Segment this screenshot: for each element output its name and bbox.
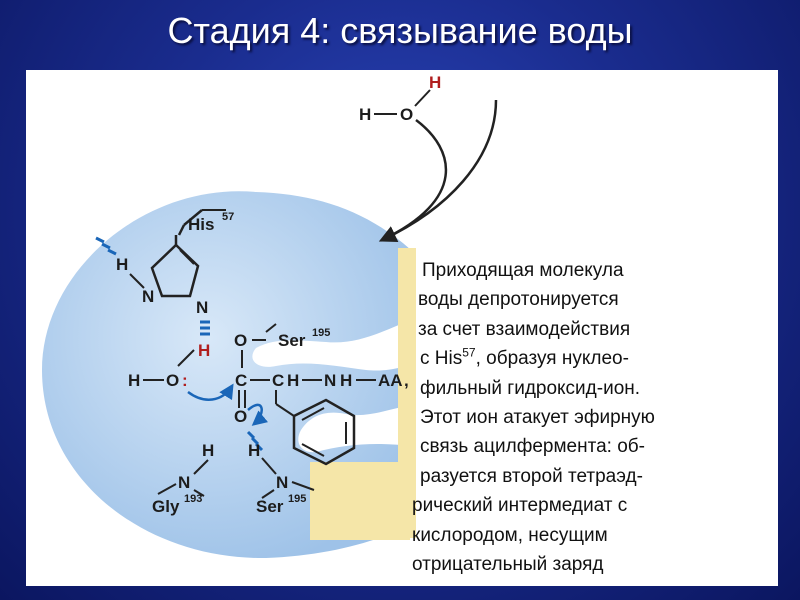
gly-label: Gly xyxy=(152,497,180,516)
his-label: His xyxy=(188,215,214,234)
ser-bottom-n: N xyxy=(276,473,288,492)
his57-residue: His 57 N N H xyxy=(95,209,234,336)
his-h: H xyxy=(116,255,128,274)
water-o: O xyxy=(400,105,413,124)
caption-his: с His xyxy=(420,348,463,370)
hydroxide-h-red: H xyxy=(198,341,210,360)
chain-h: H xyxy=(287,371,299,390)
caption-line-3: за счет взаимодействия xyxy=(418,318,631,340)
slide-title: Стадия 4: связывание воды xyxy=(167,10,633,51)
caption-line-8: разуется второй тетраэд- xyxy=(420,465,643,487)
caption-line-9: рический интермедиат с xyxy=(412,495,628,517)
water-h-left: H xyxy=(359,105,371,124)
ser-bottom-label: Ser xyxy=(256,497,284,516)
chain-c1: C xyxy=(235,371,247,390)
his-num: 57 xyxy=(222,211,234,223)
highlight-block xyxy=(310,462,410,540)
oxyanion-hbonds xyxy=(246,430,264,452)
chain-h2: H xyxy=(340,371,352,390)
caption-line-10: кислородом, несущим xyxy=(412,524,608,546)
gly-num: 193 xyxy=(184,493,202,505)
acyl-chain: O Ser 195 C C H N H AA , O xyxy=(234,323,409,466)
chain-comma: , xyxy=(404,371,409,390)
caption-line-7: связь ацилфермента: об- xyxy=(420,436,645,458)
carbonyl-arrow xyxy=(247,403,269,426)
his-n1: N xyxy=(142,287,154,306)
ser-bottom-h: H xyxy=(248,441,260,460)
content-panel: H O H His 57 N N H xyxy=(26,70,778,586)
ser195-bottom-residue: H N Ser 195 xyxy=(248,441,315,516)
gly193-residue: H N Gly 193 xyxy=(152,441,214,516)
water-h-top: H xyxy=(429,73,441,92)
lone-pair: : xyxy=(182,371,188,390)
caption-line-1: Приходящая молекула xyxy=(422,260,624,281)
chain-n: N xyxy=(324,371,336,390)
caption-line-4-rest: , образуя нуклео- xyxy=(475,348,629,370)
chain-c2: C xyxy=(272,371,284,390)
caption-line-5: фильный гидроксид-ион. xyxy=(420,377,641,399)
hydroxide-o: O xyxy=(166,371,179,390)
caption-line-6: Этот ион атакует эфирную xyxy=(420,406,655,428)
carbonyl-o: O xyxy=(234,407,247,426)
hydroxide-h: H xyxy=(128,371,140,390)
caption-line-11: отрицательный заряд xyxy=(412,553,604,575)
caption-line-4: с His57, образуя нуклео- xyxy=(420,344,778,373)
chain-aa: AA xyxy=(378,371,403,390)
his-n2: N xyxy=(196,298,208,317)
ser-top-num: 195 xyxy=(312,327,330,339)
hydroxide-ion: H O : H xyxy=(128,341,234,401)
caption-text: Приходящая молекула воды депротонируется… xyxy=(412,256,772,579)
gly-n: N xyxy=(178,473,190,492)
ser-bottom-num: 195 xyxy=(288,493,306,505)
reaction-diagram: H O H His 57 N N H xyxy=(42,73,498,559)
attack-arrow xyxy=(187,383,234,401)
pocket-cavity xyxy=(252,320,411,371)
ser-top-label: Ser xyxy=(278,331,306,350)
caption-line-2: воды депротонируется xyxy=(418,289,619,311)
caption-his-num: 57 xyxy=(462,345,476,360)
gly-h: H xyxy=(202,441,214,460)
approach-arc xyxy=(381,119,448,242)
ser-top-o: O xyxy=(234,331,247,350)
water-molecule: H O H xyxy=(359,73,441,124)
